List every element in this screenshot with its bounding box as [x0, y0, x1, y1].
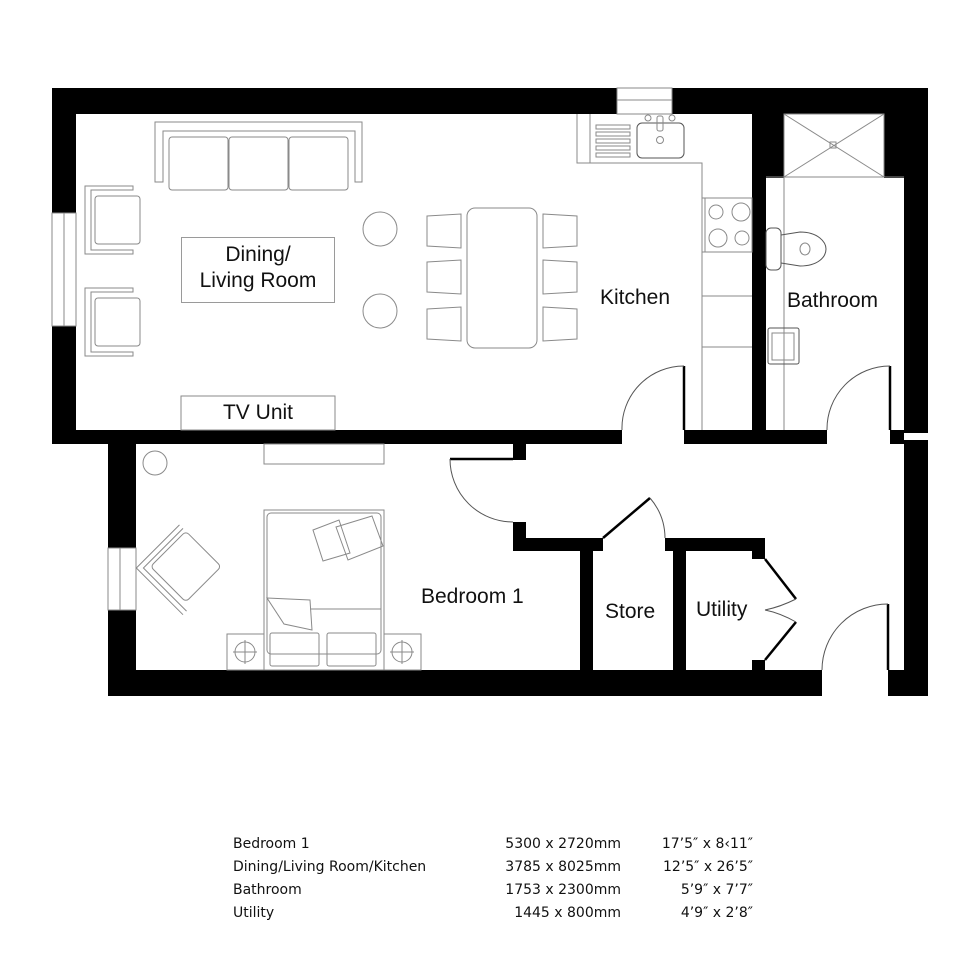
room-label-line1: Dining/ — [225, 243, 291, 266]
schedule-room: Utility — [233, 905, 275, 921]
toilet — [765, 227, 827, 271]
schedule-metric: 1753 x 2300mm — [505, 882, 621, 898]
schedule-row: Dining/Living Room/Kitchen 3785 x 8025mm… — [233, 859, 753, 882]
bedroom-window — [107, 547, 137, 611]
schedule-row: Bathroom 1753 x 2300mm 5’9″ x 7’7″ — [233, 882, 753, 905]
room-label-line2: Living Room — [199, 269, 317, 292]
kitchen-units — [576, 114, 753, 430]
room-label-bathroom: Bathroom — [787, 289, 879, 312]
walls — [52, 88, 928, 696]
schedule-metric: 3785 x 8025mm — [505, 859, 621, 875]
room-label-utility: Utility — [696, 598, 748, 621]
schedule-room: Bedroom 1 — [233, 836, 310, 852]
room-label-store: Store — [605, 600, 656, 623]
bedroom-furniture — [135, 443, 422, 671]
living-furniture — [84, 121, 578, 431]
schedule-room: Dining/Living Room/Kitchen — [233, 859, 427, 875]
bathroom-fixtures — [765, 113, 904, 430]
schedule-row: Bedroom 1 5300 x 2720mm 17’5″ x 8‹11″ — [233, 836, 753, 859]
schedule-imperial: 17’5″ x 8‹11″ — [661, 836, 753, 852]
side-table-bottom — [362, 293, 398, 329]
schedule-imperial: 12’5″ x 26’5″ — [663, 859, 753, 875]
schedule-metric: 5300 x 2720mm — [505, 836, 621, 852]
double-bed — [263, 509, 385, 671]
tv-unit-label: TV Unit — [222, 401, 293, 424]
schedule-room: Bathroom — [233, 882, 302, 898]
kitchen-window — [616, 87, 673, 115]
bedside-right — [383, 633, 422, 671]
armchair-top — [84, 185, 141, 255]
room-label-bedroom1: Bedroom 1 — [421, 585, 524, 608]
schedule-imperial: 4’9″ x 2’8″ — [680, 905, 753, 921]
windows — [51, 87, 673, 611]
bedside-left — [226, 633, 265, 671]
schedule-metric: 1445 x 800mm — [514, 905, 621, 921]
room-label-dining-living: Dining/ Living Room — [181, 237, 335, 303]
doors — [449, 365, 892, 671]
bedroom-armchair — [135, 524, 221, 616]
schedule-imperial: 5’9″ x 7’7″ — [680, 882, 753, 898]
door-utility-right — [764, 621, 797, 661]
door-utility-left — [764, 558, 797, 600]
plant-pot — [142, 450, 168, 476]
kitchen-sink — [636, 122, 685, 159]
side-table-top — [362, 211, 398, 247]
bathroom-basin — [767, 327, 800, 365]
armchair-bottom — [84, 287, 141, 357]
room-schedule: Bedroom 1 5300 x 2720mm 17’5″ x 8‹11″ Di… — [233, 836, 753, 928]
tv-unit — [180, 395, 336, 431]
hob — [704, 197, 753, 253]
dining-table — [466, 207, 538, 349]
sofa — [154, 121, 363, 191]
door-store — [602, 497, 651, 539]
schedule-row: Utility 1445 x 800mm 4’9″ x 2’8″ — [233, 905, 753, 928]
room-label-kitchen: Kitchen — [600, 286, 671, 309]
wardrobe — [263, 443, 385, 465]
